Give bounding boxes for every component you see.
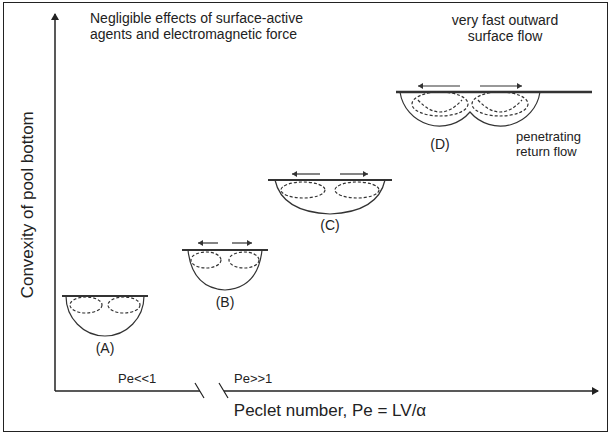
pool-b xyxy=(182,243,268,290)
axis-tick-label: Pe<<1 xyxy=(118,372,156,387)
axis-tick-label: Pe>>1 xyxy=(234,372,272,387)
pool-c xyxy=(268,174,392,214)
callout-label: (B) xyxy=(216,294,235,310)
note-text: penetrating return flow xyxy=(516,130,604,160)
x-axis xyxy=(224,390,598,392)
x-axis xyxy=(55,390,200,392)
note-text: Negligible effects of surface-active age… xyxy=(90,10,345,42)
frame xyxy=(4,3,608,432)
axis-title: Peclet number, Pe = LV/α xyxy=(234,401,426,421)
callout-label: (D) xyxy=(430,136,449,152)
callout-label: (A) xyxy=(96,340,115,356)
axis-break xyxy=(195,383,228,398)
axis-title: Convexity of pool bottom xyxy=(18,111,38,298)
note-text: very fast outward surface flow xyxy=(430,12,580,44)
y-axis xyxy=(54,14,56,391)
pool-a xyxy=(62,296,148,336)
pool-d xyxy=(396,86,592,126)
callout-label: (C) xyxy=(320,217,339,233)
